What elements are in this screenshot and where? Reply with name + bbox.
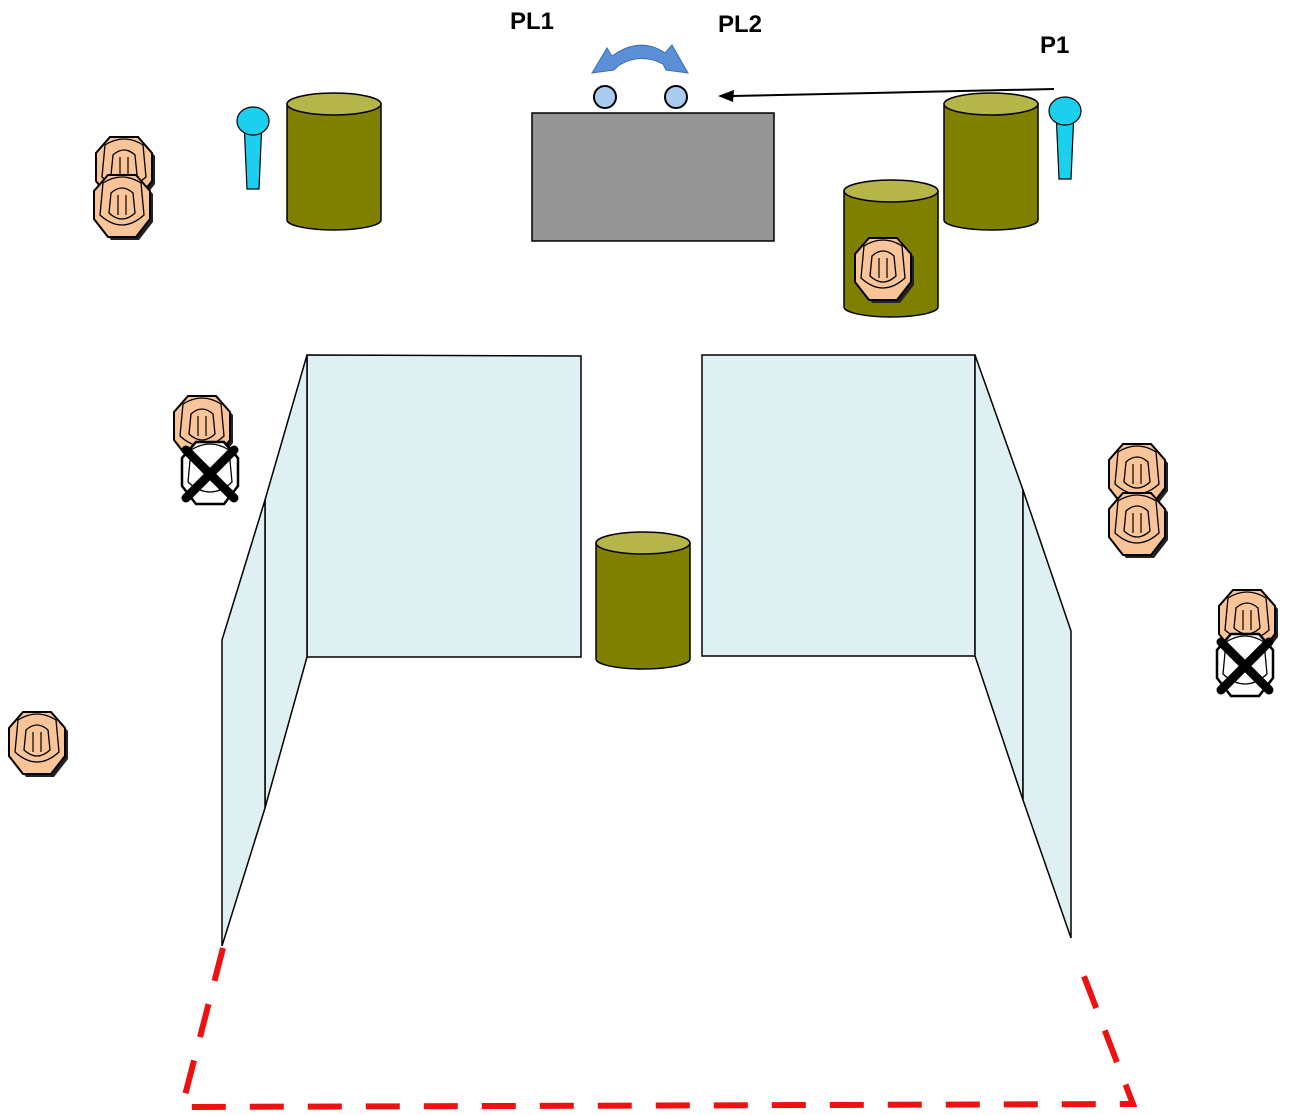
plate-icon-pl2 — [664, 85, 688, 109]
p1-arrow — [731, 88, 1055, 97]
wall-left-wing — [264, 354, 308, 809]
target-icon-6 — [1108, 492, 1169, 559]
barrel-icon-4 — [595, 531, 691, 670]
popper-icon-left — [236, 106, 270, 190]
swing-arrow-icon — [591, 44, 689, 74]
no-shoot-icon-2 — [1217, 634, 1273, 696]
table — [531, 112, 775, 242]
target-icon-2 — [93, 174, 154, 241]
no-shoot-icon-1 — [182, 442, 238, 504]
p1-arrowhead — [718, 90, 734, 102]
wall-left-outer — [221, 499, 266, 947]
barrel-icon-2 — [943, 92, 1039, 231]
target-icon-8 — [8, 711, 69, 778]
wall-right-wing — [974, 354, 1024, 801]
fault-line — [178, 947, 1138, 1111]
label-pl2: PL2 — [718, 11, 763, 38]
popper-icon-right — [1048, 96, 1082, 180]
wall-right-outer — [1022, 489, 1072, 939]
target-icon-3 — [854, 237, 915, 304]
label-p1: P1 — [1040, 32, 1070, 59]
barrel-icon-1 — [286, 92, 382, 231]
label-pl1: PL1 — [510, 8, 555, 35]
wall-left-front — [306, 354, 582, 658]
plate-icon-pl1 — [593, 85, 617, 109]
wall-right-front — [701, 354, 976, 657]
